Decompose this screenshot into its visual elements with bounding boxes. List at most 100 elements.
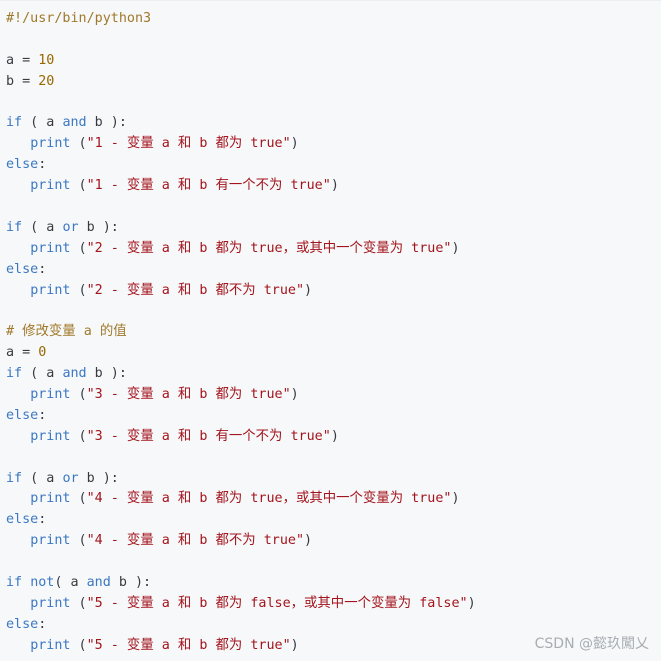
code-token-kw: else <box>6 407 39 423</box>
code-token-fn: print <box>30 595 71 611</box>
code-token-plain: ) <box>290 637 299 653</box>
code-token-plain: ( <box>70 637 87 653</box>
code-token-plain: : <box>38 616 47 632</box>
code-token-plain: ( <box>70 428 87 444</box>
code-token-plain: b ): <box>86 115 127 131</box>
code-token-str: "1 - 变量 a 和 b 有一个不为 true" <box>86 178 331 194</box>
code-token-plain: ( a <box>54 575 87 591</box>
code-token-plain: ) <box>304 533 313 549</box>
code-token-num: 0 <box>38 345 47 361</box>
code-line: else: <box>6 406 476 427</box>
code-line: #!/usr/bin/python3 <box>6 9 476 30</box>
code-token-kw: if <box>6 366 23 382</box>
code-line: print ("4 - 变量 a 和 b 都为 true，或其中一个变量为 tr… <box>6 489 476 510</box>
code-token-fn: print <box>30 533 71 549</box>
code-token-fn: print <box>30 178 71 194</box>
code-token-plain: ) <box>451 240 460 256</box>
code-line: else: <box>6 260 476 281</box>
code-line: print ("1 - 变量 a 和 b 有一个不为 true") <box>6 176 476 197</box>
code-line: print ("5 - 变量 a 和 b 都为 false，或其中一个变量为 f… <box>6 594 476 615</box>
code-token-kw: if <box>6 575 23 591</box>
code-token-str: "4 - 变量 a 和 b 都为 true，或其中一个变量为 true" <box>86 491 452 507</box>
code-line <box>6 93 476 114</box>
code-line: if ( a and b ): <box>6 113 476 134</box>
code-line: a = 10 <box>6 51 476 72</box>
code-token-plain: : <box>38 261 47 277</box>
code-token-fn: print <box>30 282 71 298</box>
code-line: b = 20 <box>6 72 476 93</box>
code-line: print ("5 - 变量 a 和 b 都为 true") <box>6 636 476 657</box>
code-line: print ("4 - 变量 a 和 b 都不为 true") <box>6 531 476 552</box>
code-token-fn: print <box>30 491 71 507</box>
code-token-plain: ( <box>70 240 87 256</box>
code-token-plain <box>6 178 30 193</box>
code-token-plain: ) <box>290 387 299 403</box>
code-token-str: "2 - 变量 a 和 b 都为 true，或其中一个变量为 true" <box>86 240 452 256</box>
code-line: print ("1 - 变量 a 和 b 都为 true") <box>6 134 476 155</box>
code-token-plain: ) <box>330 178 339 194</box>
code-token-plain: b = <box>6 73 39 89</box>
code-token-plain: : <box>38 157 47 173</box>
code-token-kw: else <box>6 261 39 277</box>
code-token-plain: ) <box>451 491 460 507</box>
code-token-plain: ( a <box>22 115 63 131</box>
code-token-str: "1 - 变量 a 和 b 都为 true" <box>86 136 291 152</box>
code-token-kw: if <box>6 470 23 486</box>
code-token-kw: and <box>62 366 87 382</box>
code-line <box>6 30 476 51</box>
code-token-plain: ) <box>290 136 299 152</box>
code-line: if ( a and b ): <box>6 364 476 385</box>
code-token-plain: : <box>38 407 47 423</box>
code-token-plain: : <box>38 512 47 528</box>
code-token-plain: a = <box>6 52 39 68</box>
code-token-plain: ) <box>330 428 339 444</box>
code-line: if ( a or b ): <box>6 469 476 490</box>
code-line: else: <box>6 155 476 176</box>
code-token-kw: or <box>62 219 79 235</box>
code-line <box>6 552 476 573</box>
code-line: # 修改变量 a 的值 <box>6 322 476 343</box>
code-token-fn: print <box>30 637 71 653</box>
code-token-plain: b ): <box>78 219 119 235</box>
code-line <box>6 301 476 322</box>
code-token-plain: ( <box>70 533 87 549</box>
code-token-plain: ) <box>304 282 313 298</box>
code-line: print ("3 - 变量 a 和 b 都为 true") <box>6 385 476 406</box>
code-token-kw: not <box>30 575 55 591</box>
code-token-str: "3 - 变量 a 和 b 有一个不为 true" <box>86 428 331 444</box>
code-token-fn: print <box>30 240 71 256</box>
code-line: print ("2 - 变量 a 和 b 都不为 true") <box>6 281 476 302</box>
code-line: print ("2 - 变量 a 和 b 都为 true，或其中一个变量为 tr… <box>6 239 476 260</box>
code-line: if not( a and b ): <box>6 573 476 594</box>
code-token-str: "4 - 变量 a 和 b 都不为 true" <box>86 533 305 549</box>
code-token-kw: else <box>6 157 39 173</box>
code-token-plain <box>6 491 30 506</box>
code-token-plain <box>22 575 30 590</box>
code-token-kw: if <box>6 219 23 235</box>
code-token-num: 10 <box>38 52 55 68</box>
code-line: a = 0 <box>6 343 476 364</box>
code-token-plain: ( <box>70 387 87 403</box>
code-token-kw: and <box>62 115 87 131</box>
code-token-cmt: #!/usr/bin/python3 <box>6 11 152 26</box>
code-line: else: <box>6 510 476 531</box>
code-token-plain: a = <box>6 345 39 361</box>
code-token-plain: ( <box>70 282 87 298</box>
code-token-kw: else <box>6 512 39 528</box>
code-token-plain <box>6 638 30 653</box>
code-token-plain <box>6 596 30 611</box>
code-token-plain <box>6 387 30 402</box>
code-token-plain: ( <box>70 136 87 152</box>
code-token-plain: b ): <box>86 366 127 382</box>
code-token-kw: if <box>6 115 23 131</box>
code-token-plain: ( <box>70 178 87 194</box>
code-token-num: 20 <box>38 73 55 89</box>
code-token-plain: ( a <box>22 219 63 235</box>
code-token-plain: ( a <box>22 470 63 486</box>
code-token-kw: or <box>62 470 79 486</box>
code-token-plain: ) <box>467 595 476 611</box>
code-token-plain: ( a <box>22 366 63 382</box>
code-token-plain: b ): <box>110 575 152 591</box>
